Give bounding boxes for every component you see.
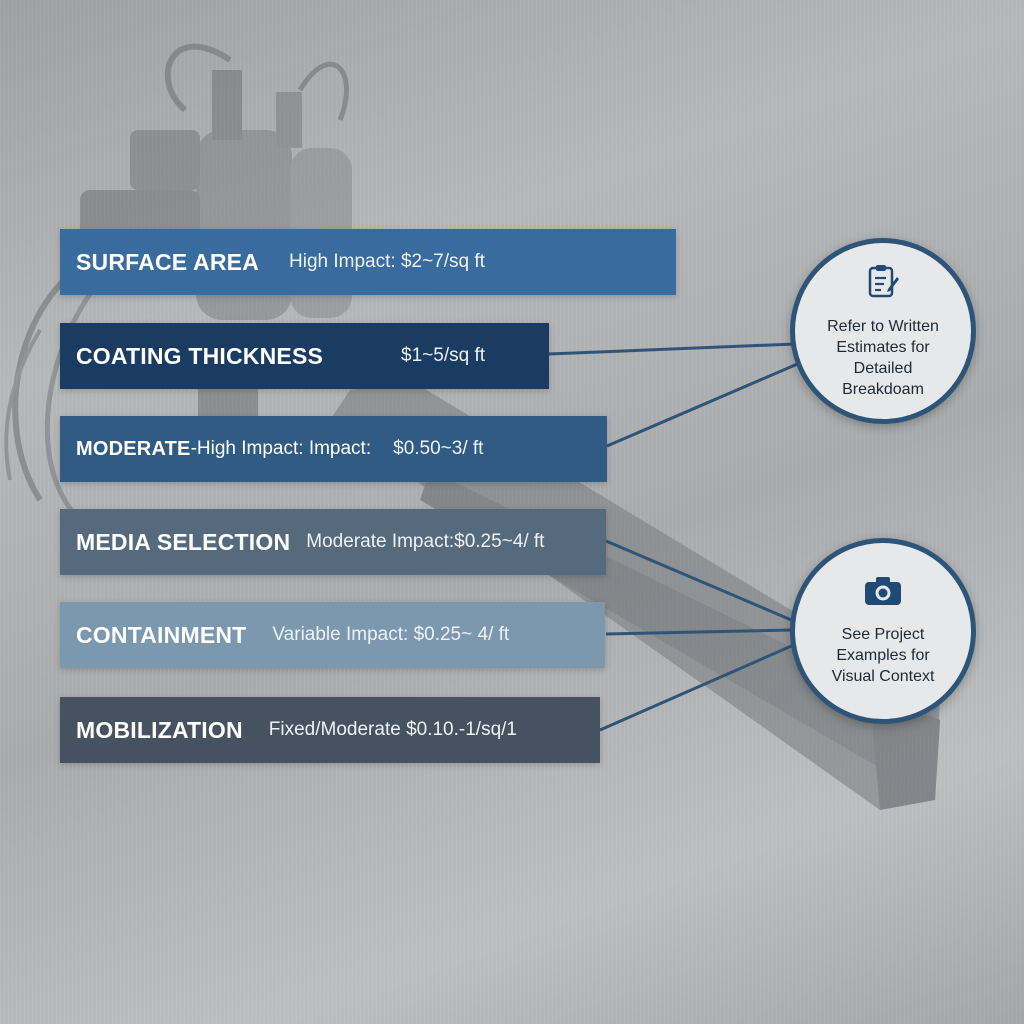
row-label: MEDIA SELECTION: [76, 528, 291, 555]
clipboard-icon: [866, 263, 900, 304]
row-impact: Fixed/Moderate $0.10.-1/sq/1: [268, 719, 517, 740]
row-impact: $1~5/sq ft: [401, 345, 486, 366]
row-moderate: MODERATE -High Impact: Impact: $0.50~3/ …: [60, 416, 607, 482]
row-impact: Variable Impact: $0.25~ 4/ ft: [272, 624, 510, 645]
row-mobilization: MOBILIZATION Fixed/Moderate $0.10.-1/sq/…: [60, 697, 600, 763]
row-surface-area: SURFACE AREA High Impact: $2~7/sq ft: [60, 229, 676, 295]
connector-lines: [548, 342, 803, 732]
row-label-suffix: -High Impact: Impact:: [190, 438, 372, 459]
row-label: SURFACE AREA: [76, 248, 260, 275]
row-containment: CONTAINMENT Variable Impact: $0.25~ 4/ f…: [60, 602, 605, 668]
connector-line: [548, 342, 796, 356]
connector-line: [605, 628, 793, 636]
row-label: MOBILIZATION: [76, 716, 243, 743]
connector-line: [606, 360, 803, 448]
camera-icon: [863, 575, 903, 612]
row-impact: High Impact: $2~7/sq ft: [289, 251, 485, 272]
callout-project-examples: See Project Examples for Visual Context: [790, 538, 976, 724]
row-label: COATING THICKNESS: [76, 342, 324, 369]
callout-written-estimates: Refer to Written Estimates for Detailed …: [790, 238, 976, 424]
connector-line: [605, 539, 797, 624]
callout-text: See Project Examples for Visual Context: [831, 626, 935, 685]
row-impact: Moderate Impact:$0.25~4/ ft: [306, 531, 545, 552]
connector-line: [599, 642, 797, 732]
row-coating-thickness: COATING THICKNESS $1~5/sq ft: [60, 323, 549, 389]
row-label: MODERATE: [76, 437, 191, 460]
row-label: CONTAINMENT: [76, 621, 247, 648]
row-impact: $0.50~3/ ft: [393, 438, 484, 459]
row-media-selection: MEDIA SELECTION Moderate Impact:$0.25~4/…: [60, 509, 606, 575]
callout-text: Refer to Written Estimates for Detailed …: [827, 317, 939, 398]
